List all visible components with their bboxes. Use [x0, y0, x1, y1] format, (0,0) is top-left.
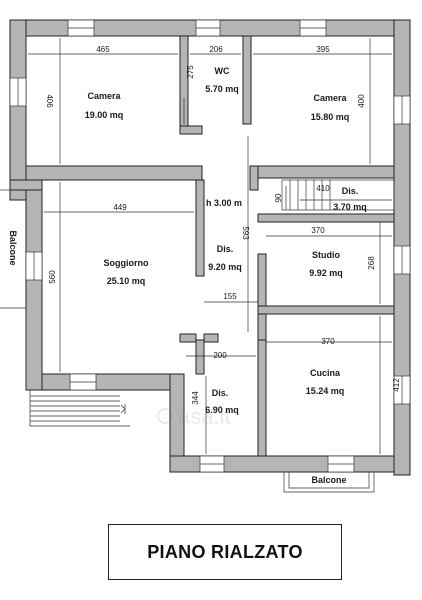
room-name-studio: Studio [312, 250, 340, 260]
interior-walls [25, 35, 395, 457]
plan-title-box: PIANO RIALZATO [108, 524, 342, 580]
dim-412: 412 [392, 378, 401, 392]
balcony-left [0, 189, 27, 390]
room-name-wc: WC [215, 66, 230, 76]
dim-465: 465 [96, 45, 110, 54]
dim-200: 200 [213, 351, 227, 360]
dim-593: 593 [241, 226, 250, 240]
dim-206: 206 [209, 45, 223, 54]
dim-344: 344 [191, 391, 200, 405]
room-area-camera-1: 19.00 mq [85, 110, 124, 120]
dim-406: 406 [45, 94, 54, 108]
dim-370-studio: 370 [311, 226, 325, 235]
dim-370-cucina: 370 [321, 337, 335, 346]
room-area-wc: 5.70 mq [205, 84, 239, 94]
dim-155: 155 [223, 292, 237, 301]
room-name-soggiorno: Soggiorno [104, 258, 149, 268]
room-area-soggiorno: 25.10 mq [107, 276, 146, 286]
svg-text:asa.it: asa.it [178, 404, 231, 429]
balcony-bottom [283, 472, 375, 493]
room-area-cucina: 15.24 mq [306, 386, 345, 396]
dim-449: 449 [113, 203, 127, 212]
room-area-camera-2: 15.80 mq [311, 112, 350, 122]
dimension-lines [28, 38, 392, 454]
dim-395: 395 [316, 45, 330, 54]
windows [9, 19, 411, 473]
dim-275: 275 [186, 65, 195, 79]
room-area-studio: 9.92 mq [309, 268, 343, 278]
room-area-dis-1: 3.70 mq [333, 202, 367, 212]
dim-90: 90 [274, 193, 283, 202]
stairs-entrance [29, 390, 130, 427]
dim-560: 560 [48, 270, 57, 284]
room-name-dis-1: Dis. [342, 186, 359, 196]
room-area-dis-2: 9.20 mq [208, 262, 242, 272]
balcony-label-bottom: Balcone [311, 475, 346, 485]
watermark-logo: asa.it [157, 404, 231, 429]
dim-268: 268 [367, 256, 376, 270]
room-name-camera-1: Camera [87, 91, 121, 101]
dim-410: 410 [316, 184, 330, 193]
balcony-label-left: Balcone [8, 230, 18, 265]
dim-400: 400 [357, 94, 366, 108]
plan-title: PIANO RIALZATO [147, 541, 303, 562]
room-name-dis-2: Dis. [217, 244, 234, 254]
stairs-right [281, 179, 395, 211]
ceiling-height-note: h 3.00 m [206, 198, 242, 208]
room-area-dis-3: 6.90 mq [205, 405, 239, 415]
room-name-cucina: Cucina [310, 368, 341, 378]
room-name-camera-2: Camera [313, 93, 347, 103]
room-name-dis-3: Dis. [212, 388, 229, 398]
